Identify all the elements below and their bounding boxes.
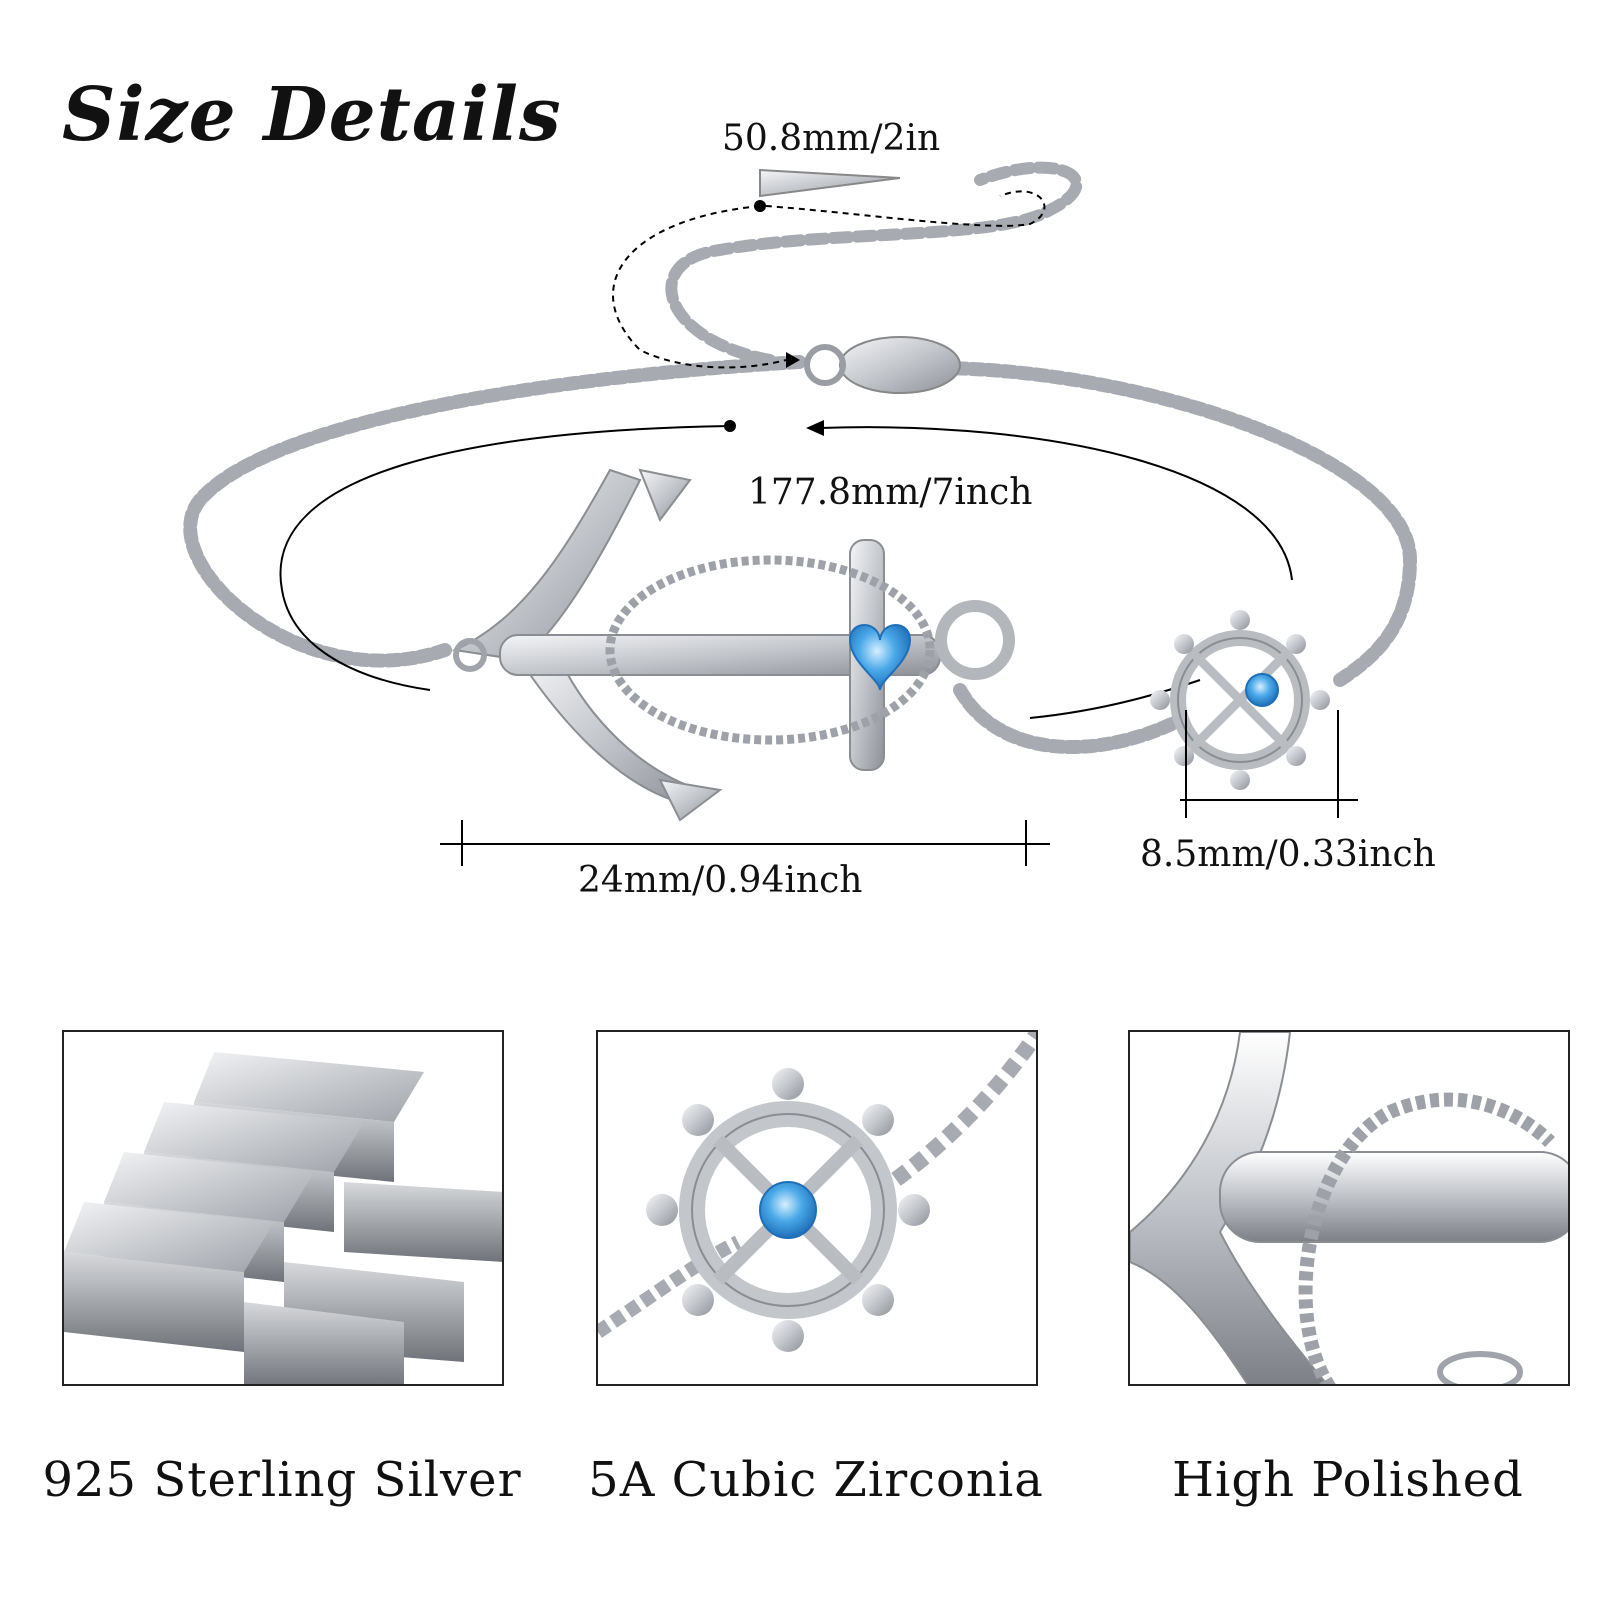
anchor-charm bbox=[451, 468, 1015, 822]
extender-chain bbox=[665, 161, 1083, 366]
silver-bars-photo bbox=[62, 1030, 504, 1386]
chain-middle bbox=[953, 683, 1187, 754]
anchor-width-label: 24mm/0.94inch bbox=[578, 860, 863, 901]
anchor-closeup-photo bbox=[1128, 1030, 1570, 1386]
feature-caption-silver: 925 Sterling Silver bbox=[42, 1452, 522, 1508]
lobster-clasp bbox=[839, 336, 961, 394]
wheel-width-label: 8.5mm/0.33inch bbox=[1140, 834, 1436, 875]
anchor-width-bar bbox=[440, 820, 1050, 866]
round-stone bbox=[1245, 673, 1279, 707]
chain-right bbox=[933, 361, 1418, 687]
ship-wheel-charm bbox=[1150, 610, 1330, 790]
extender-length-label: 50.8mm/2in bbox=[722, 118, 941, 159]
bracelet-length-label: 177.8mm/7inch bbox=[748, 472, 1033, 513]
page-title: Size Details bbox=[62, 72, 562, 158]
heart-stone bbox=[848, 624, 912, 691]
feature-caption-zirconia: 5A Cubic Zirconia bbox=[588, 1452, 1044, 1508]
ship-wheel-closeup-photo bbox=[596, 1030, 1038, 1386]
wheel-width-bar bbox=[1180, 710, 1358, 818]
chain-left bbox=[183, 355, 807, 668]
bracelet-illustration bbox=[183, 161, 1418, 866]
extender-tab bbox=[759, 168, 901, 198]
feature-caption-polished: High Polished bbox=[1172, 1452, 1524, 1508]
